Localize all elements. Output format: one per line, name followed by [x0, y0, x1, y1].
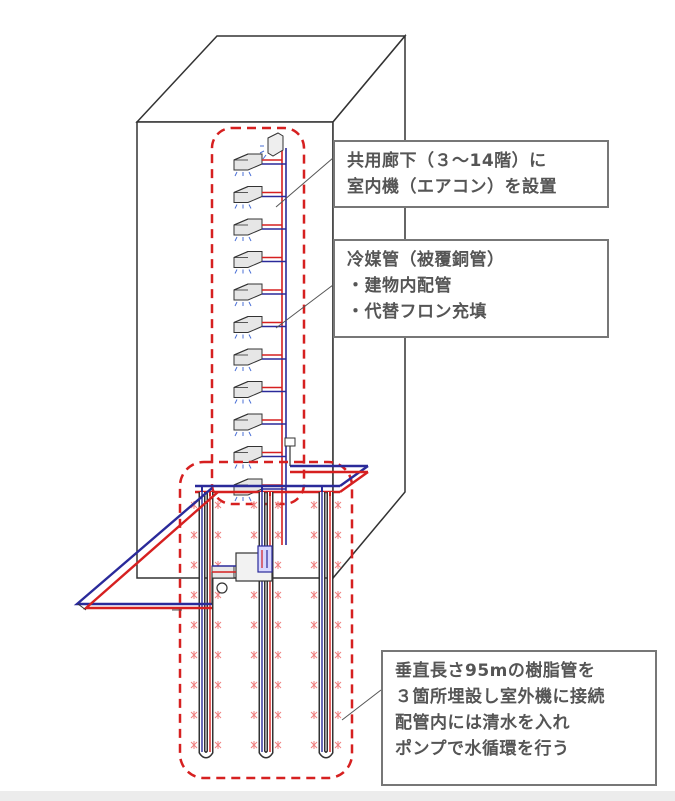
heat-dissipation-icon — [250, 621, 258, 629]
heat-dissipation-icon — [310, 651, 318, 659]
heat-dissipation-icon — [310, 681, 318, 689]
heat-dissipation-icon — [214, 621, 222, 629]
heat-dissipation-icon — [310, 561, 318, 569]
heat-dissipation-icon — [274, 711, 282, 719]
refrigerant-riser — [281, 148, 287, 545]
heat-dissipation-icon — [214, 531, 222, 539]
heat-dissipation-icon — [190, 711, 198, 719]
heat-dissipation-icon — [250, 741, 258, 749]
heat-dissipation-icon — [310, 621, 318, 629]
heat-dissipation-icon — [190, 561, 198, 569]
heat-dissipation-icon — [274, 651, 282, 659]
heat-dissipation-icon — [334, 531, 342, 539]
refrigerant-callout-line-2: ・建物内配管 — [347, 276, 452, 296]
indoor-units-callout: 共用廊下（３～14階）に 室内機（エアコン）を設置 — [333, 140, 609, 208]
heat-dissipation-icon — [190, 651, 198, 659]
heat-dissipation-icon — [310, 591, 318, 599]
heat-dissipation-icon — [274, 591, 282, 599]
heat-dissipation-icon — [250, 591, 258, 599]
heat-dissipation-icon — [334, 651, 342, 659]
ground-loop-callout-line-3: 配管内には清水を入れ — [395, 713, 570, 733]
heat-dissipation-icon — [334, 711, 342, 719]
air-conditioner-icon — [233, 413, 286, 437]
air-conditioner-icon — [233, 381, 286, 404]
heat-dissipation-icon — [310, 501, 318, 509]
heat-dissipation-icon — [310, 531, 318, 539]
heat-dissipation-icon — [334, 681, 342, 689]
ground-loop-callout-line-4: ポンプで水循環を行う — [395, 739, 570, 759]
ground-loop-callout-line-1: 垂直長さ95mの樹脂管を — [395, 661, 596, 681]
refrigerant-pipe-callout: 冷媒管（被覆銅管） ・建物内配管 ・代替フロン充填 — [333, 239, 609, 338]
refrigerant-callout-line-3: ・代替フロン充填 — [347, 302, 487, 322]
bottom-bar — [0, 791, 675, 801]
valve-icon — [284, 437, 296, 466]
heat-dissipation-icon — [274, 681, 282, 689]
air-conditioner-icon — [233, 446, 286, 469]
heat-dissipation-icon — [214, 711, 222, 719]
indoor-units-callout-line-1: 共用廊下（３～14階）に — [347, 151, 547, 171]
borehole — [250, 486, 282, 759]
diagonal-pipes — [73, 487, 219, 611]
air-conditioner-icon — [233, 316, 286, 339]
borehole — [310, 486, 342, 759]
heat-dissipation-icon — [250, 531, 258, 539]
air-conditioner-icon — [233, 251, 286, 274]
air-conditioner-icon — [233, 348, 286, 372]
air-conditioner-icon — [233, 186, 286, 209]
heat-dissipation-icon — [334, 501, 342, 509]
heat-dissipation-icon — [250, 681, 258, 689]
ground-loop-callout: 垂直長さ95mの樹脂管を ３箇所埋設し室外機に接続 配管内には清水を入れ ポンプ… — [381, 650, 657, 786]
air-conditioner-icon — [233, 218, 286, 242]
heat-dissipation-icon — [190, 531, 198, 539]
heat-dissipation-icon — [310, 711, 318, 719]
heat-pump-unit-icon — [212, 545, 273, 582]
heat-dissipation-icon — [250, 651, 258, 659]
heat-dissipation-icon — [190, 681, 198, 689]
heat-dissipation-icon — [274, 531, 282, 539]
top-valve-icon — [259, 132, 284, 160]
heat-dissipation-icon — [274, 501, 282, 509]
heat-dissipation-icon — [214, 681, 222, 689]
heat-dissipation-icon — [274, 561, 282, 569]
heat-dissipation-icon — [214, 501, 222, 509]
ground-loop-highlight — [178, 460, 354, 780]
heat-dissipation-icon — [190, 591, 198, 599]
heat-dissipation-icon — [334, 741, 342, 749]
heat-dissipation-icon — [334, 561, 342, 569]
indoor-units — [233, 153, 286, 502]
heat-dissipation-icon — [190, 621, 198, 629]
heat-dissipation-icon — [214, 651, 222, 659]
heat-dissipation-icon — [250, 501, 258, 509]
heat-dissipation-icon — [334, 621, 342, 629]
heat-dissipation-icon — [250, 711, 258, 719]
indoor-units-callout-line-2: 室内機（エアコン）を設置 — [347, 177, 557, 197]
ground-loop-callout-line-2: ３箇所埋設し室外機に接続 — [395, 687, 605, 707]
air-conditioner-icon — [233, 283, 286, 307]
leader-lines — [275, 157, 382, 721]
heat-dissipation-icon — [274, 621, 282, 629]
heat-dissipation-icon — [334, 591, 342, 599]
heat-dissipation-icon — [190, 741, 198, 749]
heat-dissipation-icon — [310, 741, 318, 749]
heat-dissipation-icon — [214, 741, 222, 749]
air-conditioner-icon — [233, 153, 286, 177]
heat-dissipation-icon — [274, 741, 282, 749]
refrigerant-callout-line-1: 冷媒管（被覆銅管） — [347, 250, 505, 270]
